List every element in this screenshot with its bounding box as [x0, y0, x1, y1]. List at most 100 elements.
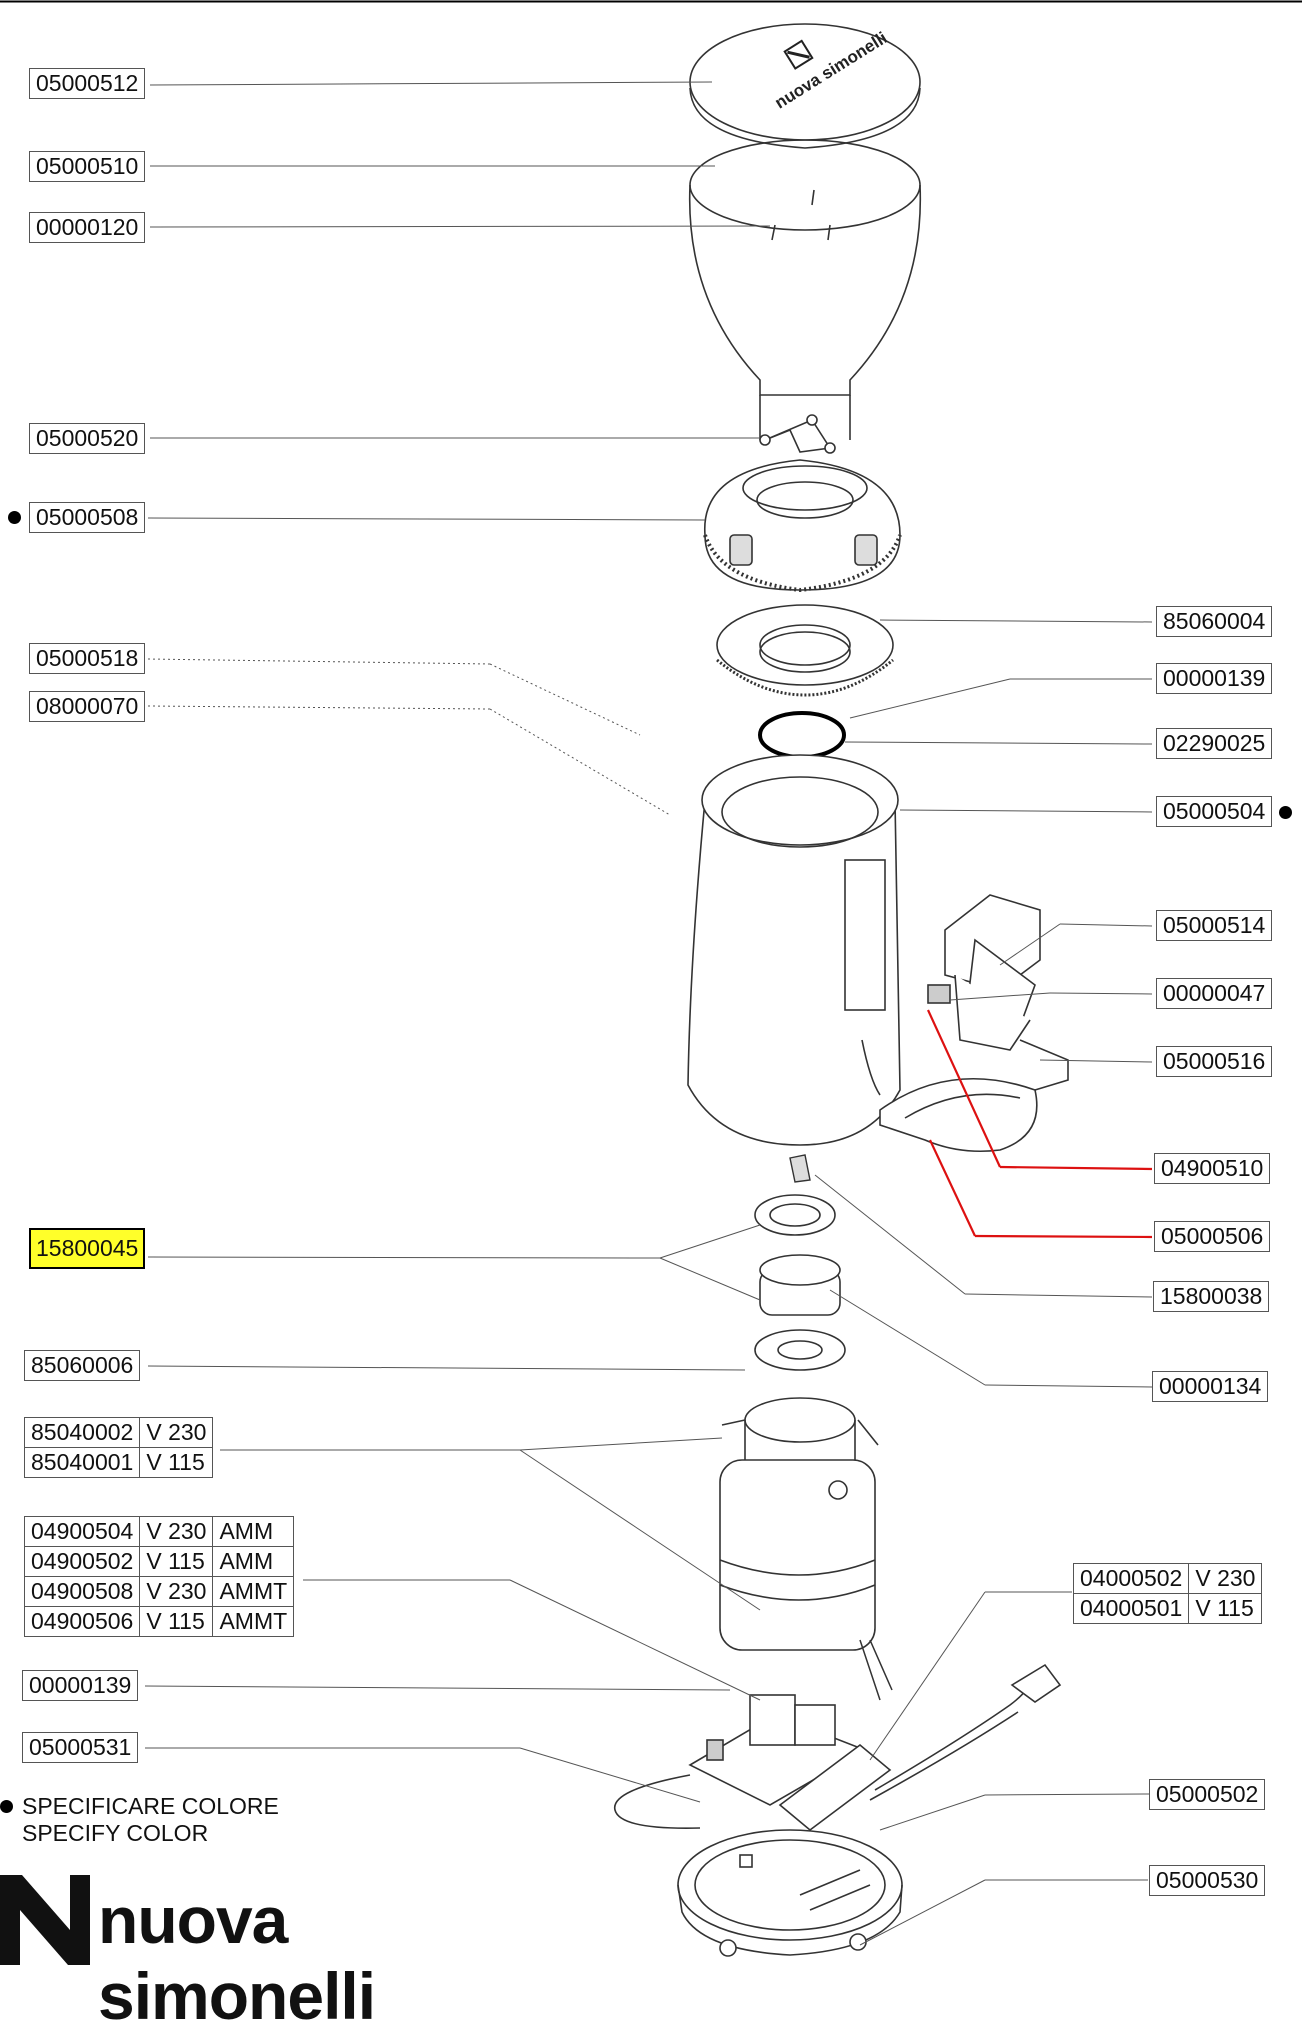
part-number: 15800038	[1152, 1281, 1270, 1312]
part-number: 00000134	[1151, 1371, 1269, 1402]
part-label: 05000510	[28, 151, 146, 182]
voltage: V 115	[139, 1606, 214, 1637]
variant: AMMT	[212, 1606, 295, 1637]
note-line-en: SPECIFY COLOR	[22, 1820, 209, 1846]
part-number: 05000520	[28, 423, 146, 454]
variant: AMM	[212, 1546, 295, 1577]
note-bullet	[0, 1800, 13, 1813]
part-label: 05000514	[1155, 910, 1273, 941]
part-number: 05000516	[1155, 1046, 1273, 1077]
adjustment-ring	[703, 459, 902, 593]
main-body	[687, 754, 901, 1146]
o-ring	[758, 711, 846, 759]
control-board	[688, 1694, 867, 1806]
part-label: 05000531	[21, 1732, 139, 1763]
part-number: 05000506	[1153, 1221, 1271, 1252]
part-number: 85060004	[1155, 606, 1273, 637]
part-number: 04900504	[23, 1516, 141, 1547]
voltage: V 115	[1188, 1593, 1263, 1624]
highlighted-part-label: 15800045	[28, 1228, 146, 1269]
part-label: 00000134	[1151, 1371, 1269, 1402]
part-label: 05000516	[1155, 1046, 1273, 1077]
voltage: V 230	[139, 1576, 214, 1607]
variant: AMM	[212, 1516, 295, 1547]
part-number: 04900502	[23, 1546, 141, 1577]
base	[677, 1829, 903, 1957]
variant: AMMT	[212, 1576, 295, 1607]
brand-logo-mark	[0, 1875, 90, 1965]
part-number: 05000512	[28, 68, 146, 99]
part-number: 00000139	[21, 1670, 139, 1701]
color-bullet	[8, 511, 21, 524]
part-number: 05000502	[1148, 1779, 1266, 1810]
part-label: 00000047	[1155, 978, 1273, 1009]
part-label: 04900510	[1153, 1153, 1271, 1184]
part-number: 08000070	[28, 691, 146, 722]
part-number: 05000518	[28, 643, 146, 674]
part-label: 05000512	[28, 68, 146, 99]
part-label: 05000508	[28, 502, 146, 533]
part-number: 04900508	[23, 1576, 141, 1607]
part-label: 08000070	[28, 691, 146, 722]
part-number: 05000504	[1155, 796, 1273, 827]
brand-logo: nuova simonelli	[0, 1870, 560, 2033]
color-note: SPECIFICARE COLORE SPECIFY COLOR	[22, 1793, 279, 1847]
voltage: V 230	[1188, 1563, 1263, 1594]
part-label: 85060004	[1155, 606, 1273, 637]
part-label: 02290025	[1155, 728, 1273, 759]
part-number: 04900510	[1153, 1153, 1271, 1184]
voltage: V 230	[139, 1417, 214, 1448]
part-label: 05000502	[1148, 1779, 1266, 1810]
part-label: 00000120	[28, 212, 146, 243]
part-label: 00000139	[21, 1670, 139, 1701]
part-label: 15800038	[1152, 1281, 1270, 1312]
part-number: 02290025	[1155, 728, 1273, 759]
part-label: 00000139	[1155, 663, 1273, 694]
part-label: 05000520	[28, 423, 146, 454]
part-number: 15800045	[28, 1228, 146, 1269]
part-number: 05000531	[21, 1732, 139, 1763]
part-number: 00000120	[28, 212, 146, 243]
part-number: 04900506	[23, 1606, 141, 1637]
part-label: 05000504	[1155, 796, 1273, 827]
leader-lines	[144, 81, 771, 1803]
motor-leads	[859, 1639, 893, 1701]
voltage: V 115	[139, 1447, 214, 1478]
part-number: 05000510	[28, 151, 146, 182]
adjustment-knob	[789, 1154, 811, 1183]
part-label: 05000530	[1148, 1865, 1266, 1896]
hopper-spider	[759, 414, 836, 454]
voltage: V 230	[139, 1516, 214, 1547]
brand-logo-text: nuova simonelli	[98, 1883, 376, 2033]
capacitor	[778, 1743, 892, 1832]
part-number: 85040001	[23, 1447, 141, 1478]
part-number: 05000514	[1155, 910, 1273, 941]
part-number: 05000530	[1148, 1865, 1266, 1896]
power-cord	[614, 1663, 1062, 1829]
motor	[719, 1397, 879, 1651]
burr-set	[754, 1194, 846, 1371]
part-number: 00000139	[1155, 663, 1273, 694]
cup-holder-platform	[879, 1039, 1069, 1153]
hopper	[688, 139, 922, 440]
drawing-layer: nuova simonelli	[0, 0, 1302, 1957]
highlight-leaders	[927, 1009, 1153, 1239]
part-number: 85060006	[23, 1350, 141, 1381]
part-label: 05000506	[1153, 1221, 1271, 1252]
part-number: 05000508	[28, 502, 146, 533]
part-number: 85040002	[23, 1417, 141, 1448]
part-number: 04000501	[1072, 1593, 1190, 1624]
upper-burr-carrier	[716, 604, 894, 697]
part-label: 85060006	[23, 1350, 141, 1381]
part-number: 04000502	[1072, 1563, 1190, 1594]
